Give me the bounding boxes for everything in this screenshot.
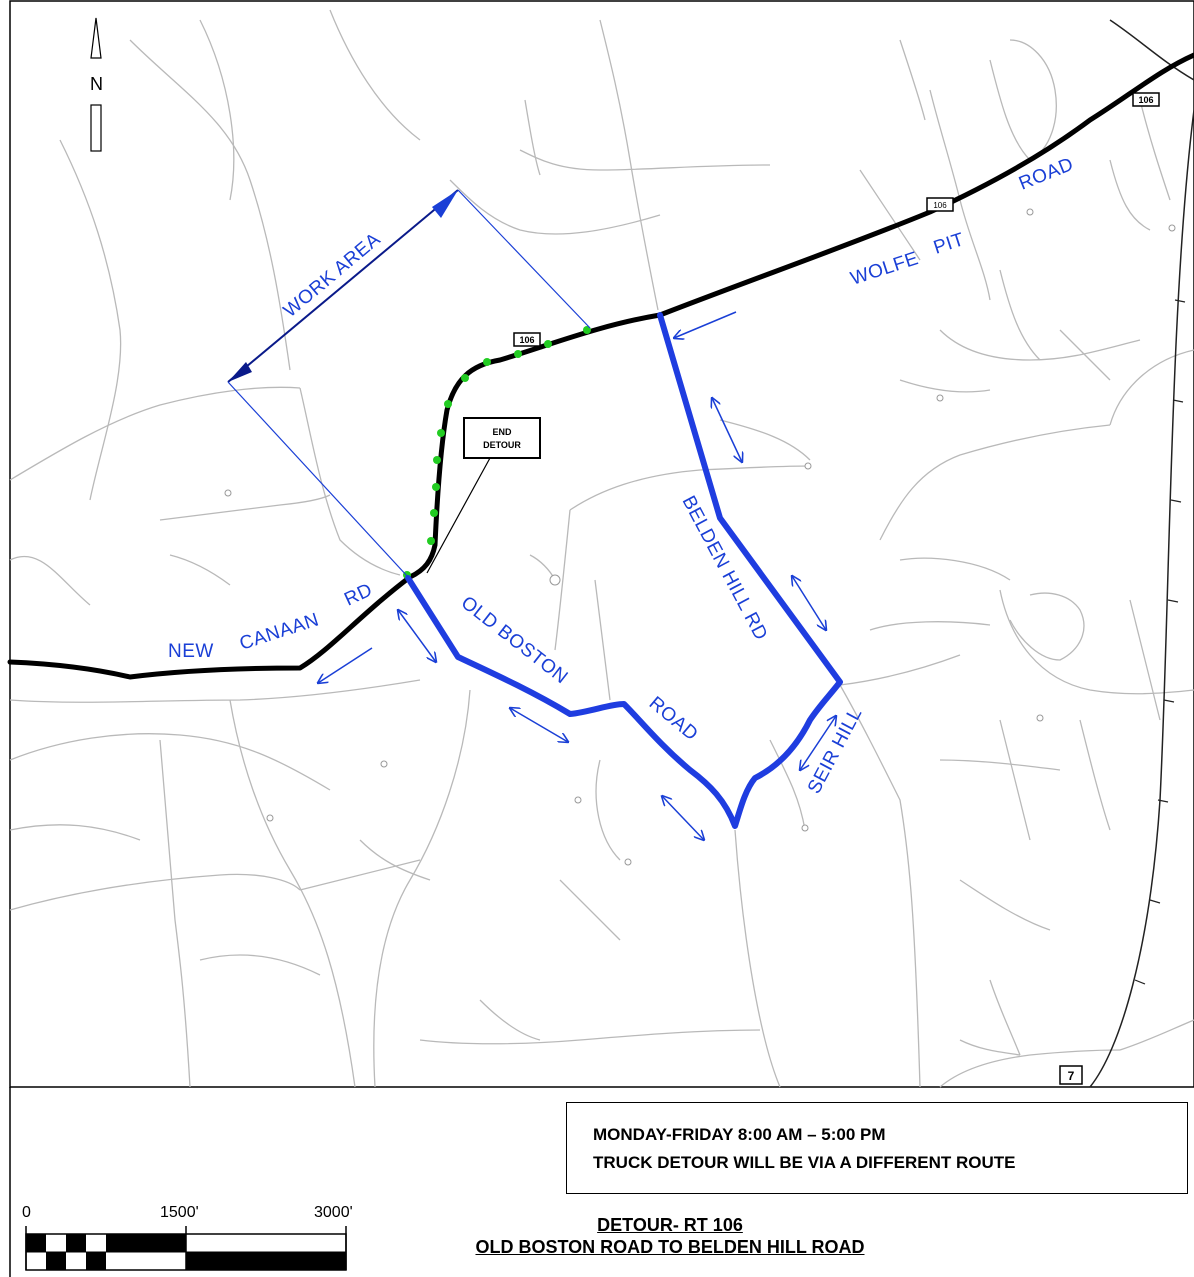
title-line-1: DETOUR- RT 106 — [597, 1215, 743, 1235]
direction-arrows — [318, 311, 836, 840]
note-line-2: TRUCK DETOUR WILL BE VIA A DIFFERENT ROU… — [593, 1153, 1016, 1172]
north-label: N — [90, 74, 103, 94]
label-old-boston: OLD BOSTON — [457, 592, 572, 688]
minor-roads — [9, 9, 1194, 1088]
map-frame — [9, 0, 1194, 1088]
scale-bar — [25, 1226, 347, 1271]
work-area-dimension — [227, 189, 591, 578]
end-detour-callout — [426, 417, 541, 574]
scale-label-0: 0 — [22, 1204, 31, 1221]
end-detour-line1: END — [492, 427, 512, 437]
label-rd: RD — [341, 579, 376, 610]
scale-label-1500: 1500' — [160, 1204, 199, 1221]
detour-title: DETOUR- RT 106 OLD BOSTON ROAD TO BELDEN… — [380, 1214, 960, 1258]
end-detour-line2: DETOUR — [483, 440, 521, 450]
label-pit: PIT — [931, 229, 967, 259]
north-arrow-icon — [90, 17, 102, 152]
title-line-2: OLD BOSTON ROAD TO BELDEN HILL ROAD — [475, 1237, 865, 1257]
route-106-line — [7, 52, 1194, 680]
route-106-shield-ne: 106 — [1132, 92, 1160, 107]
railroad — [1089, 19, 1194, 1088]
hours-note-box: MONDAY-FRIDAY 8:00 AM – 5:00 PM TRUCK DE… — [566, 1102, 1188, 1194]
label-wolfe: WOLFE — [848, 248, 921, 290]
route-106-shield: 106 — [513, 332, 541, 347]
svg-text:7: 7 — [1068, 1069, 1075, 1083]
label-road-wpr: ROAD — [1016, 154, 1077, 195]
svg-text:106: 106 — [1138, 95, 1153, 105]
route-7-shield: 7 — [1059, 1065, 1083, 1085]
scale-label-3000: 3000' — [314, 1204, 353, 1221]
svg-text:106: 106 — [933, 201, 947, 210]
work-zone-dots — [403, 326, 591, 579]
note-line-1: MONDAY-FRIDAY 8:00 AM – 5:00 PM — [593, 1125, 886, 1144]
cul-de-sac-markers — [224, 208, 1176, 866]
label-canaan: CANAAN — [237, 609, 322, 654]
work-area-label: WORK AREA — [280, 229, 385, 322]
svg-text:106: 106 — [519, 335, 534, 345]
label-new: NEW — [168, 641, 214, 662]
route-106-shield-east: 106 — [926, 197, 954, 212]
